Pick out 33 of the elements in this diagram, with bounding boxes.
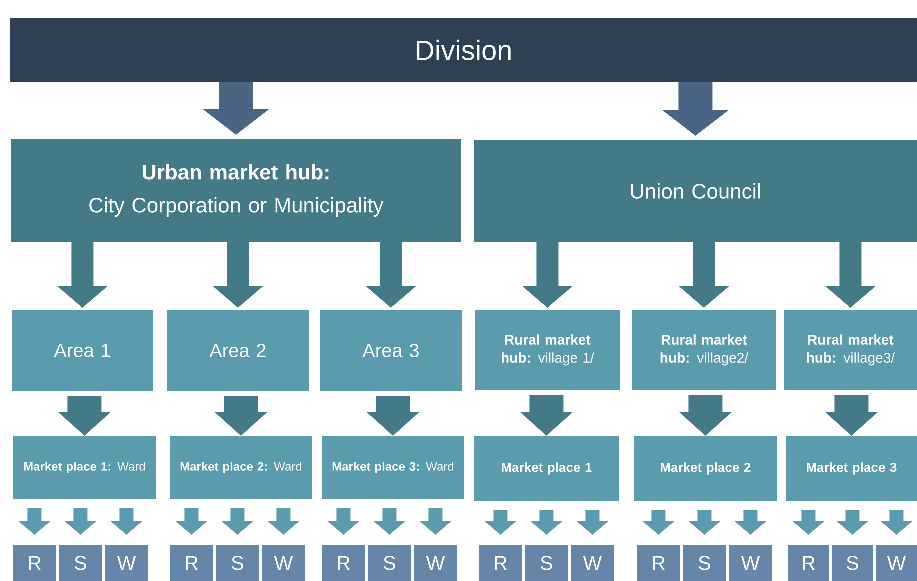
category-box: R [13,545,56,581]
category-box: R [322,545,366,581]
category-box: W [876,545,917,581]
category-box: W [571,545,614,581]
category-box: W [105,545,148,581]
category-box: R [479,545,522,581]
area-box: Area 2 [167,310,310,392]
category-box: R [637,545,680,581]
division-banner: Division [10,18,917,82]
hub-box: Union Council [474,140,917,242]
category-box: S [683,545,726,581]
category-box: S [368,545,412,581]
category-box: R [170,545,214,581]
area-box: Area 3 [320,310,462,392]
market-place-box: Market place 3: Ward [322,436,464,500]
market-place-box: Market place 1 [474,436,620,502]
hub-box: Urban market hub: City Corporation or Municipality [11,139,462,242]
category-box: S [525,545,568,581]
market-place-box: Market place 2 [634,436,778,502]
rural-hub-box: Rural market hub: village2/ [632,310,776,390]
rural-hub-box: Rural market hub: village 1/ [475,310,620,390]
category-box: S [59,545,102,581]
market-place-box: Market place 2: Ward [170,436,312,500]
rural-hub-box: Rural market hub: village3/ [784,310,917,390]
category-box: W [729,545,772,581]
category-box: R [788,545,830,581]
category-box: W [414,545,458,581]
market-place-box: Market place 1: Ward [13,436,156,500]
category-box: S [216,545,260,581]
category-box: S [832,545,874,581]
area-box: Area 1 [12,310,154,392]
market-place-box: Market place 3 [786,436,917,502]
category-box: W [262,545,306,581]
